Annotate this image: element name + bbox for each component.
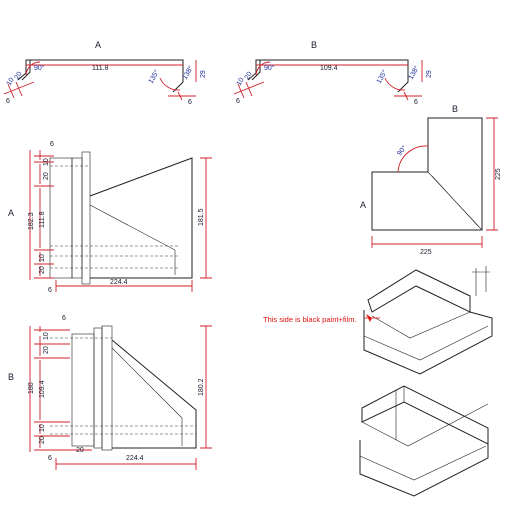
panel-a-dim-top6: 6 (50, 141, 54, 148)
panel-b-right-dim (200, 325, 212, 449)
panel-b-flange-right (101, 325, 113, 451)
profile-b-label: B (311, 40, 317, 50)
panel-b-dim-10b: 10 (39, 424, 46, 432)
panel-b-body (111, 339, 197, 449)
profile-a-label: A (95, 40, 101, 50)
profile-b-angle-left: 90° (264, 64, 275, 72)
profile-b-angle-right: 135° (375, 68, 389, 85)
profile-a-dim-6: 6 (6, 98, 10, 105)
profile-b-dim-6b: 6 (414, 99, 418, 106)
iso-lower (359, 385, 489, 497)
iso-lower-side (359, 440, 489, 497)
iso-lower-detail (359, 403, 489, 481)
profile-a-angle-arc (25, 61, 41, 76)
panel-a-right-dim (200, 157, 212, 279)
film-note: This side is black paint+film. (263, 315, 357, 324)
panel-a-dim-6b: 6 (48, 287, 52, 294)
profile-b-dim-29: 29 (426, 70, 433, 78)
profile-a-angle-right: 135° (147, 68, 161, 85)
panel-a-dim-10b: 10 (39, 254, 46, 262)
iso-upper-top (367, 269, 471, 313)
profile-b-bottom-dims (394, 91, 422, 101)
panel-b-label: B (8, 372, 14, 382)
profile-a-dim-20: 20 (14, 71, 24, 81)
corner-miter (427, 171, 483, 231)
profile-b-angle-right2: 138° (407, 64, 421, 81)
profile-a-length: 111.8 (92, 65, 109, 72)
profile-a-dim-6b: 6 (188, 99, 192, 106)
corner-label-a: A (360, 200, 366, 210)
panel-a-left-dims (29, 150, 54, 280)
profile-a-left-dims (3, 81, 35, 99)
panel-b-dim-20: 20 (43, 346, 50, 354)
profile-b-right-arc (384, 77, 406, 91)
iso-upper-side (363, 310, 493, 375)
corner-height: 225 (495, 168, 502, 180)
panel-b-left-dims (29, 326, 70, 452)
panel-b-dim-6b: 6 (48, 455, 52, 462)
panel-a-flange-mid (71, 157, 83, 279)
profile-b-left-dims (233, 81, 265, 99)
panel-b-dim-total-left: 180 (28, 382, 35, 394)
profile-a-right-arc (159, 77, 181, 91)
corner-width-dim (371, 236, 483, 248)
panel-a-label: A (8, 208, 14, 218)
profile-a: A 111.8 90° 10 20 6 135° 138° 29 6 (3, 40, 207, 106)
panel-a-dim-total-left: 182.3 (28, 212, 35, 230)
profile-b-dim-10: 10 (236, 77, 246, 87)
panel-b-dim-bottom: 224.4 (126, 455, 144, 462)
panel-b-flange-mid (93, 327, 103, 449)
profile-b-dim-20: 20 (244, 71, 254, 81)
panel-a-dim-20b: 20 (39, 266, 46, 274)
panel-a-dim-bottom: 224.4 (110, 279, 128, 286)
panel-a-bottom-dim (55, 280, 193, 292)
profile-a-outline (17, 59, 184, 93)
corner-angle: 90° (395, 144, 408, 157)
iso-upper: This side is black paint+film. (263, 266, 493, 375)
corner-angle-arc (397, 145, 429, 173)
panel-b-diagonal (111, 347, 183, 446)
profile-b: B 109.4 90° 10 20 6 135° 138° 29 6 (233, 40, 433, 106)
panel-a-flange-left (49, 157, 73, 279)
panel-a-dim-111: 111.8 (39, 211, 46, 228)
panel-a-flange-right (81, 151, 91, 285)
panel-b-dim-20c: 20 (76, 447, 84, 454)
profile-b-length: 109.4 (320, 65, 338, 72)
panel-b-flange-left (71, 333, 95, 447)
profile-a-dim-29: 29 (200, 70, 207, 78)
panel-b-dim-109: 109.4 (39, 380, 46, 398)
profile-a-bottom-dims (168, 91, 196, 101)
profile-a-angle-left: 90° (34, 64, 45, 72)
panel-a-body (89, 157, 193, 279)
panel-b-dim-20b: 20 (39, 436, 46, 444)
iso-lower-edge (395, 386, 405, 440)
panel-b: B 6 20 10 109.4 10 20 6 180 180.2 224.4 … (8, 315, 212, 470)
panel-a-diagonal (89, 204, 176, 275)
panel-a-dim-right: 181.5 (198, 208, 205, 226)
corner-label-b: B (452, 104, 458, 114)
profile-b-outline (247, 59, 409, 93)
profile-b-angle-arc (255, 61, 271, 76)
corner-width: 225 (420, 249, 432, 256)
profile-a-dim-10: 10 (6, 77, 16, 87)
corner-height-dim (486, 117, 498, 231)
panel-b-bottom-dim (55, 449, 197, 470)
panel-b-dim-right: 180.2 (198, 378, 205, 396)
profile-b-dim-6: 6 (236, 98, 240, 105)
iso-upper-detail (363, 311, 489, 361)
panel-a: A 6 20 10 111.8 10 20 6 182.3 181.5 224.… (8, 141, 212, 294)
panel-b-dim-10: 10 (43, 332, 50, 340)
panel-a-dim-10: 10 (43, 158, 50, 166)
panel-b-dim-top6: 6 (62, 315, 66, 322)
iso-upper-section (472, 266, 490, 296)
corner-outline (371, 117, 483, 231)
panel-a-dim-20: 20 (43, 172, 50, 180)
iso-lower-top (361, 385, 489, 445)
corner-plan: B A 90° 225 225 (360, 104, 502, 256)
